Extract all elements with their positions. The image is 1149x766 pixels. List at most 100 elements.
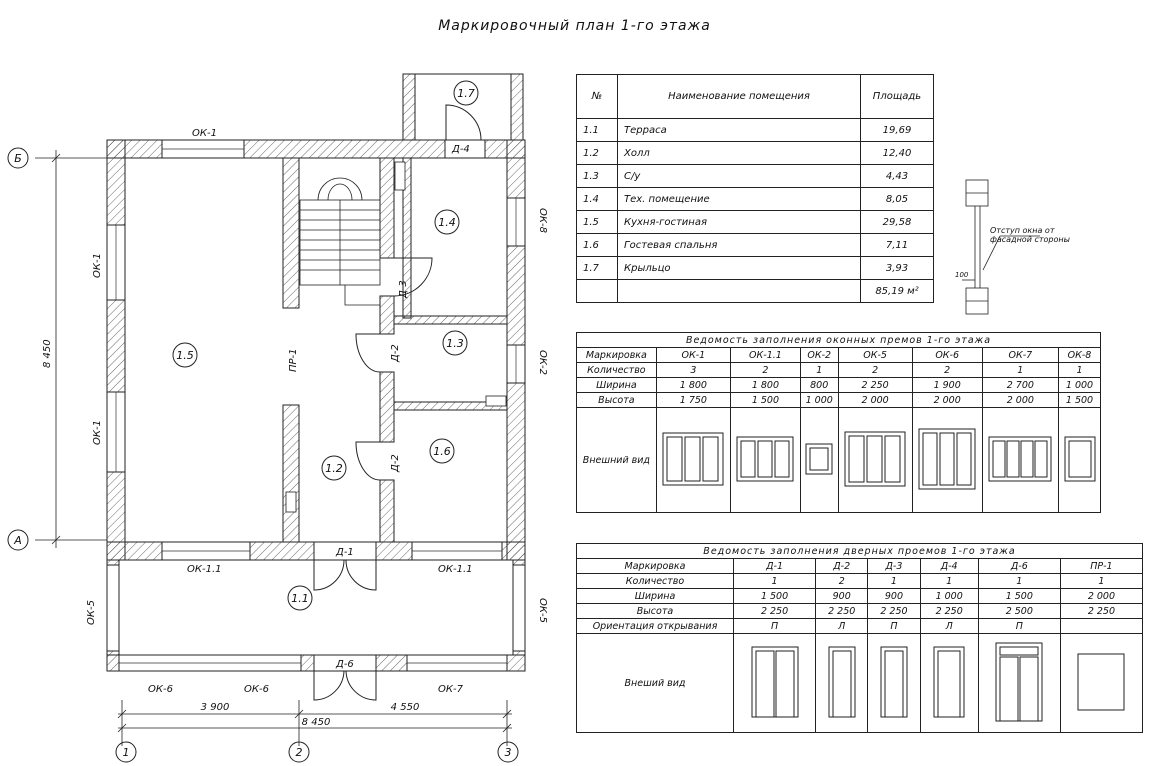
door-mark: Д-6 [977,558,1061,574]
door-orientation: Л [815,618,869,634]
label-ok1-top: ОК-1 [192,128,217,139]
door-qty: 1 [919,573,979,589]
window-width: 2 250 [837,377,913,393]
door-height: 2 500 [977,603,1061,619]
axis-label-3: 3 [505,746,512,759]
door-mark: Д-4 [919,558,979,574]
windows-row-label: Количество [576,362,657,378]
axis-label-b: Б [14,152,22,165]
window-qty: 2 [837,362,913,378]
window-detail-note-2: фасадной стороны [990,235,1070,244]
window-view [1058,407,1101,513]
axis-label-1: 1 [123,746,130,759]
window-qty: 2 [911,362,983,378]
window-width: 1 800 [729,377,801,393]
room-row-name: Холл [617,141,861,165]
door-swings [313,104,482,701]
room-row-area: 8,05 [860,187,934,211]
label-d3: Д-3 [398,280,409,299]
window-view [911,407,983,513]
room-row-num: 1.7 [576,256,618,280]
doors-row-label: Внеший вид [576,633,734,733]
door-orientation: Л [919,618,979,634]
window-height: 1 750 [655,392,731,408]
axis-label-a: А [13,534,22,547]
stairs [299,177,381,306]
label-ok6-a: ОК-6 [148,684,173,695]
room-row-name: Кухня-гостиная [617,210,861,234]
label-d1: Д-1 [335,547,354,558]
room-row-name: С/у [617,164,861,188]
window-view [729,407,801,513]
room-row-num: 1.5 [576,210,618,234]
doors-table-caption: Ведомость заполнения дверных проемов 1-г… [576,543,1143,559]
door-height: 2 250 [867,603,921,619]
window-mark: ОК-6 [911,347,983,363]
room-1-7: 1.7 [457,87,475,100]
window-height: 1 000 [799,392,839,408]
door-mark: ПР-1 [1059,558,1144,574]
room-row-num: 1.4 [576,187,618,211]
window-height: 2 000 [981,392,1060,408]
door-qty: 2 [815,573,869,589]
windows-row-label: Внешний вид [576,407,657,513]
room-1-4: 1.4 [438,216,456,229]
label-ok7: ОК-7 [438,684,464,695]
door-height: 2 250 [1059,603,1144,619]
label-d2a: Д-2 [390,344,401,363]
door-qty: 1 [867,573,921,589]
door-height: 2 250 [919,603,979,619]
window-detail-note-1: Отступ окна от [990,226,1055,235]
room-1-3: 1.3 [446,337,464,350]
label-d6: Д-6 [335,659,354,670]
room-row-area: 29,58 [860,210,934,234]
label-d2b: Д-2 [390,454,401,473]
door-orientation: П [732,618,817,634]
label-ok1-left-a: ОК-1 [92,253,103,278]
window-view [799,407,839,513]
window-width: 2 700 [981,377,1060,393]
label-ok6-b: ОК-6 [244,684,269,695]
windows-row-label: Ширина [576,377,657,393]
doors-row-label: Маркировка [576,558,734,574]
room-markers [172,80,479,611]
label-ok1-left-b: ОК-1 [92,420,103,445]
door-orientation [1059,618,1144,634]
door-view [732,633,817,733]
room-row-name: Гостевая спальня [617,233,861,257]
label-ok8: ОК-8 [537,208,548,233]
windows-table-caption: Ведомость заполнения оконных премов 1-го… [576,332,1101,348]
room-1-6: 1.6 [433,445,451,458]
window-width: 1 000 [1058,377,1101,393]
dimension-lines [35,150,512,746]
door-orientation: П [977,618,1061,634]
window-width: 800 [799,377,839,393]
door-qty: 1 [977,573,1061,589]
room-1-2: 1.2 [325,462,343,475]
rooms-total-area: 85,19 м² [860,279,934,303]
window-view [655,407,731,513]
room-row-name: Крыльцо [617,256,861,280]
door-mark: Д-1 [732,558,817,574]
page-title: Маркировочный план 1-го этажа [438,18,711,34]
window-view [837,407,913,513]
window-width: 1 900 [911,377,983,393]
room-row-area: 7,11 [860,233,934,257]
room-row-area: 12,40 [860,141,934,165]
label-ok11-right: ОК-1.1 [438,564,472,575]
door-width: 2 000 [1059,588,1144,604]
label-ok11-left: ОК-1.1 [187,564,221,575]
door-view [977,633,1061,733]
room-row-area: 4,43 [860,164,934,188]
label-pr1: ПР-1 [288,348,299,372]
label-ok5-right: ОК-5 [537,598,548,623]
door-mark: Д-2 [815,558,869,574]
room-row-num: 1.2 [576,141,618,165]
window-mark: ОК-1.1 [729,347,801,363]
door-height: 2 250 [732,603,817,619]
dim-total: 8 450 [302,717,331,728]
doors-row-label: Высота [576,603,734,619]
windows-row-label: Маркировка [576,347,657,363]
